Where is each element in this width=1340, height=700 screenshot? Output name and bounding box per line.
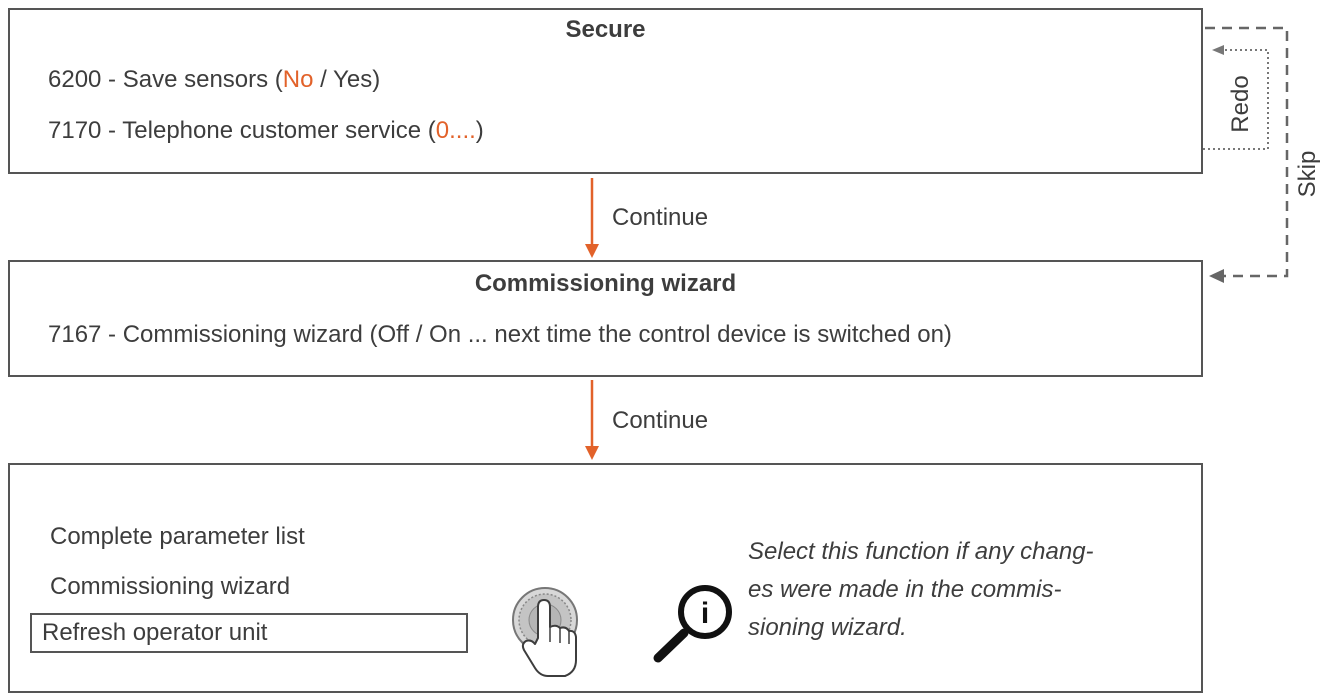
skip-connector xyxy=(1205,26,1289,278)
menu-item-commissioning-wizard[interactable]: Commissioning wizard xyxy=(50,573,291,600)
continue-label-2: Continue xyxy=(612,407,709,434)
secure-box xyxy=(8,8,1203,174)
info-text: Select this function if any chang- es we… xyxy=(748,533,1188,647)
skip-arrow-head xyxy=(1209,269,1224,283)
continue-label-1: Continue xyxy=(612,204,709,231)
telephone-service-value: 0.... xyxy=(435,117,476,144)
redo-connector xyxy=(1203,49,1269,150)
info-text-line-2: es were made in the commis- xyxy=(748,576,1062,603)
redo-arrow-head xyxy=(1212,45,1224,55)
telephone-service-param: 7170 - Telephone customer service (0....… xyxy=(48,117,484,144)
continue-arrow-1-head xyxy=(585,244,599,258)
save-sensors-value: No xyxy=(282,66,314,93)
menu-item-refresh-operator-unit[interactable]: Refresh operator unit xyxy=(30,613,468,653)
secure-title: Secure xyxy=(565,16,646,43)
menu-item-refresh-label: Refresh operator unit xyxy=(42,619,268,646)
info-letter: i xyxy=(701,597,709,630)
wizard-title: Commissioning wizard xyxy=(474,270,737,297)
continue-arrow-2-head xyxy=(585,446,599,460)
menu-box xyxy=(8,463,1203,693)
wizard-param: 7167 - Commissioning wizard (Off / On ..… xyxy=(48,321,952,348)
save-sensors-param: 6200 - Save sensors (No / Yes) xyxy=(48,66,381,93)
wizard-box xyxy=(8,260,1203,377)
menu-item-complete-parameter-list[interactable]: Complete parameter list xyxy=(50,523,305,550)
rotary-knob-hand-icon xyxy=(512,587,578,677)
info-text-line-1: Select this function if any chang- xyxy=(748,538,1094,565)
info-text-line-3: sioning wizard. xyxy=(748,614,907,641)
magnifier-info-icon: i xyxy=(653,585,732,663)
